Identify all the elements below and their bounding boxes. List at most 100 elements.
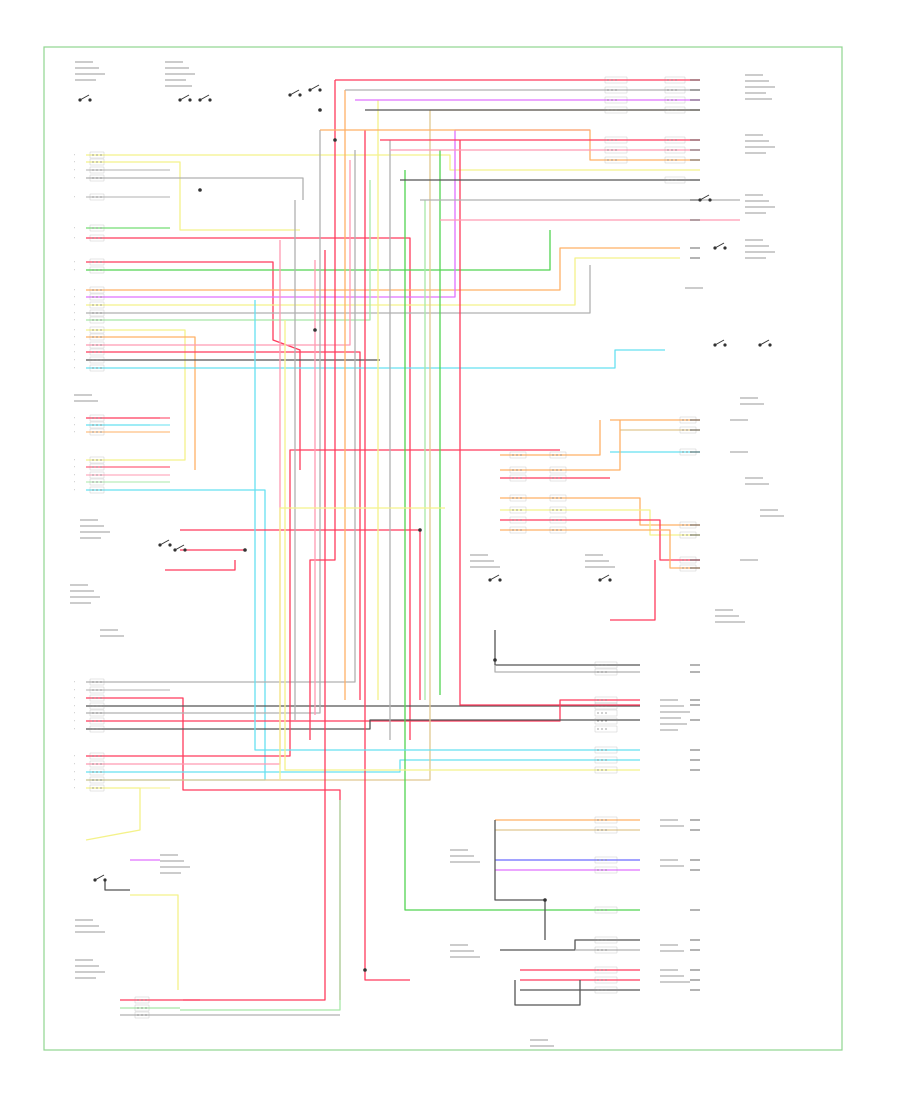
wire-yellow	[85, 787, 141, 841]
wire-label-box	[594, 906, 618, 914]
wire-label-box	[89, 224, 105, 232]
wire-gray	[86, 177, 304, 200]
wire-red	[165, 560, 236, 571]
wire-label-box	[134, 1011, 150, 1019]
switch-contact	[168, 543, 172, 547]
splice-dot	[318, 108, 322, 112]
wire-yellow	[86, 329, 186, 461]
wire-black	[104, 880, 130, 891]
wire-red	[610, 560, 656, 621]
switch-blade	[714, 242, 725, 249]
wire-tan	[86, 109, 700, 781]
pin-mark: ·	[74, 176, 75, 181]
wire-label-box	[594, 826, 618, 834]
wire-label-box	[594, 702, 618, 710]
wire-orange	[86, 247, 680, 291]
wire-label-box	[89, 784, 105, 792]
wire-yellow	[86, 154, 700, 171]
switch-contact	[188, 98, 192, 102]
wire-label-box	[134, 1004, 150, 1012]
wire-red	[183, 250, 326, 1001]
wire-label-box	[594, 756, 618, 764]
switch-contact	[768, 343, 772, 347]
switch-contact	[318, 88, 322, 92]
wire-label-box	[89, 333, 105, 341]
pin-mark: ·	[74, 358, 75, 363]
wire-label-box	[89, 456, 105, 464]
wire-pink	[86, 240, 281, 765]
switch-blade	[309, 84, 320, 91]
wire-label-box	[549, 451, 567, 459]
wire-label-box	[89, 258, 105, 266]
pin-mark: ·	[74, 711, 75, 716]
pin-mark: ·	[74, 328, 75, 333]
wire-label-box	[594, 709, 618, 717]
wire-label-box	[89, 234, 105, 242]
wire-orange	[86, 336, 196, 470]
wire-pink	[86, 160, 351, 346]
wire-label-box	[89, 326, 105, 334]
wire-black	[494, 630, 640, 666]
pin-mark: ·	[74, 719, 75, 724]
wire-label-box	[594, 866, 618, 874]
switch-blade	[599, 574, 610, 581]
pin-mark: ·	[74, 458, 75, 463]
splice-dot	[333, 138, 337, 142]
wire-green	[86, 230, 551, 271]
wire-label-box	[509, 516, 527, 524]
pin-mark: ·	[74, 318, 75, 323]
pin-mark: ·	[74, 195, 75, 200]
switch-contact	[88, 98, 92, 102]
pin-mark: ·	[74, 160, 75, 165]
wire-red	[459, 140, 640, 706]
pin-mark: ·	[74, 288, 75, 293]
wire-red	[364, 130, 410, 981]
pin-mark: ·	[74, 762, 75, 767]
wire-label-box	[89, 421, 105, 429]
pin-mark: ·	[74, 423, 75, 428]
pin-mark: ·	[74, 311, 75, 316]
wire-label-box	[509, 474, 527, 482]
splice-dot	[493, 658, 497, 662]
wire-label-box	[89, 174, 105, 182]
pin-mark: ·	[74, 754, 75, 759]
wire-gray	[86, 265, 591, 314]
wire-label-box	[89, 151, 105, 159]
pin-mark: ·	[74, 335, 75, 340]
wire-label-box	[89, 166, 105, 174]
wire-label-box	[89, 341, 105, 349]
wire-label-box	[89, 348, 105, 356]
wire-yellow	[86, 257, 680, 306]
wire-label-box	[604, 146, 628, 154]
wire-orange	[500, 529, 700, 569]
pin-mark: ·	[74, 236, 75, 241]
wire-label-box	[89, 478, 105, 486]
wire-cyan	[86, 759, 640, 773]
switch-contact	[498, 578, 502, 582]
wire-black	[494, 820, 546, 940]
wire-label-box	[664, 146, 686, 154]
pin-mark: ·	[74, 704, 75, 709]
pin-mark: ·	[74, 688, 75, 693]
wire-label-box	[89, 158, 105, 166]
switch-blade	[79, 94, 90, 101]
wire-label-box	[594, 986, 618, 994]
wire-red	[86, 697, 341, 1000]
wire-label-box	[549, 506, 567, 514]
wire-label-box	[89, 301, 105, 309]
wire-label-box	[89, 356, 105, 364]
wire-label-box	[89, 686, 105, 694]
wire-label-box	[594, 946, 618, 954]
component-group	[70, 61, 784, 1047]
pin-mark: ·	[74, 226, 75, 231]
wire-orange	[500, 497, 700, 526]
wire-label-box	[549, 526, 567, 534]
pin-mark: ·	[74, 153, 75, 158]
pin-mark: ·	[74, 465, 75, 470]
wire-label-box	[594, 936, 618, 944]
switch-blade	[699, 194, 710, 201]
switch-contact	[708, 198, 712, 202]
wire-red	[86, 449, 560, 757]
pin-mark: ·	[74, 416, 75, 421]
